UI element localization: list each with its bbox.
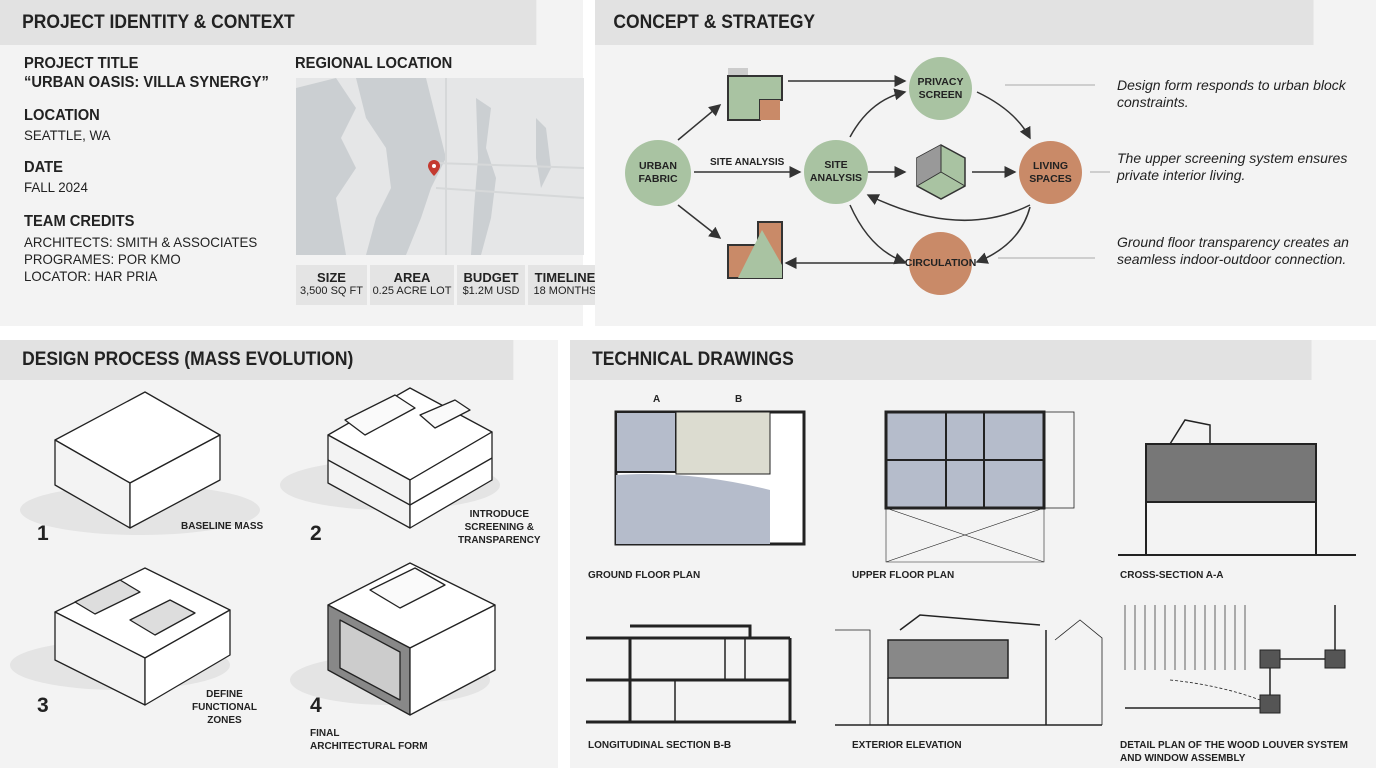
mass-evolution-drawings — [10, 387, 500, 716]
concept-diagram-lines — [677, 68, 1110, 279]
step-number: 3 — [37, 694, 49, 717]
step-label: DEFINE FUNCTIONAL ZONES — [192, 689, 257, 726]
map-label: REGIONAL LOCATION — [295, 55, 453, 72]
step-label: BASELINE MASS — [181, 521, 264, 532]
location-value: SEATTLE, WA — [24, 127, 111, 143]
drawing-caption: DETAIL PLAN OF THE WOOD LOUVER SYSTEM AN… — [1120, 740, 1348, 764]
step-number: 2 — [310, 522, 322, 545]
section-mark: A — [653, 394, 661, 405]
concept-note: Design form responds to urban block cons… — [1117, 77, 1346, 110]
panel-header: PROJECT IDENTITY & CONTEXT — [0, 0, 537, 45]
step-number: 4 — [310, 694, 322, 717]
drawing-caption: CROSS-SECTION A-A — [1120, 570, 1224, 581]
team-credit: LOCATOR: HAR PRIA — [24, 268, 158, 284]
date-label: DATE — [24, 159, 63, 176]
panel-header: DESIGN PROCESS (MASS EVOLUTION) — [0, 340, 514, 380]
team-credit: ARCHITECTS: SMITH & ASSOCIATES — [24, 234, 258, 250]
team-credits-label: TEAM CREDITS — [24, 213, 135, 230]
date-value: FALL 2024 — [24, 179, 88, 195]
mass-step-3 — [10, 567, 231, 706]
louver-detail-plan — [1124, 605, 1346, 714]
upper-floor-plan — [884, 410, 1075, 563]
screen-hexagon-icon — [916, 144, 966, 200]
concept-note: Ground floor transparency creates an sea… — [1117, 234, 1349, 267]
massing-icon-bottom — [727, 221, 783, 279]
drawing-caption: GROUND FLOOR PLAN — [588, 570, 701, 581]
panel-header: CONCEPT & STRATEGY — [595, 0, 1314, 45]
node-living-spaces: LIVING SPACES — [1019, 141, 1082, 204]
longitudinal-section-b-b — [586, 624, 796, 724]
exterior-elevation — [835, 614, 1103, 726]
node-site-analysis: SITE ANALYSIS — [804, 140, 868, 204]
project-title-label: PROJECT TITLE — [24, 55, 139, 72]
massing-icon-top — [727, 68, 783, 121]
step-label: INTRODUCE SCREENING & TRANSPARENCY — [458, 509, 541, 546]
ground-floor-plan — [614, 410, 806, 546]
stat-budget: BUDGET$1.2M USD — [457, 265, 525, 305]
cross-section-a-a — [1118, 419, 1356, 556]
edge-label: SITE ANALYSIS — [710, 157, 785, 168]
technical-drawing-sheets — [586, 410, 1356, 726]
team-credit: PROGRAMES: POR KMO — [24, 251, 181, 267]
location-pin-icon — [428, 160, 440, 176]
drawing-caption: LONGITUDINAL SECTION B-B — [588, 740, 732, 751]
mass-step-1 — [20, 391, 260, 535]
node-privacy-screen: PRIVACY SCREEN — [909, 57, 972, 120]
step-number: 1 — [37, 522, 49, 545]
project-title: “URBAN OASIS: VILLA SYNERGY” — [24, 74, 269, 91]
regional-map[interactable] — [296, 78, 584, 255]
concept-strategy-panel: CONCEPT & STRATEGY — [595, 0, 1376, 326]
panel-header: TECHNICAL DRAWINGS — [570, 340, 1312, 380]
drawing-caption: UPPER FLOOR PLAN — [852, 570, 955, 581]
mass-step-2 — [280, 387, 500, 529]
drawing-caption: EXTERIOR ELEVATION — [852, 740, 962, 751]
node-circulation: CIRCULATION — [905, 232, 976, 295]
project-identity-panel: PROJECT IDENTITY & CONTEXT PROJECT TITLE… — [0, 0, 602, 326]
section-mark: B — [735, 394, 743, 405]
step-label: FINAL ARCHITECTURAL FORM — [310, 728, 428, 752]
concept-note: The upper screening system ensures priva… — [1117, 150, 1348, 183]
node-urban-fabric: URBAN FABRIC — [625, 140, 691, 206]
location-label: LOCATION — [24, 107, 100, 124]
mass-step-4 — [290, 562, 496, 716]
